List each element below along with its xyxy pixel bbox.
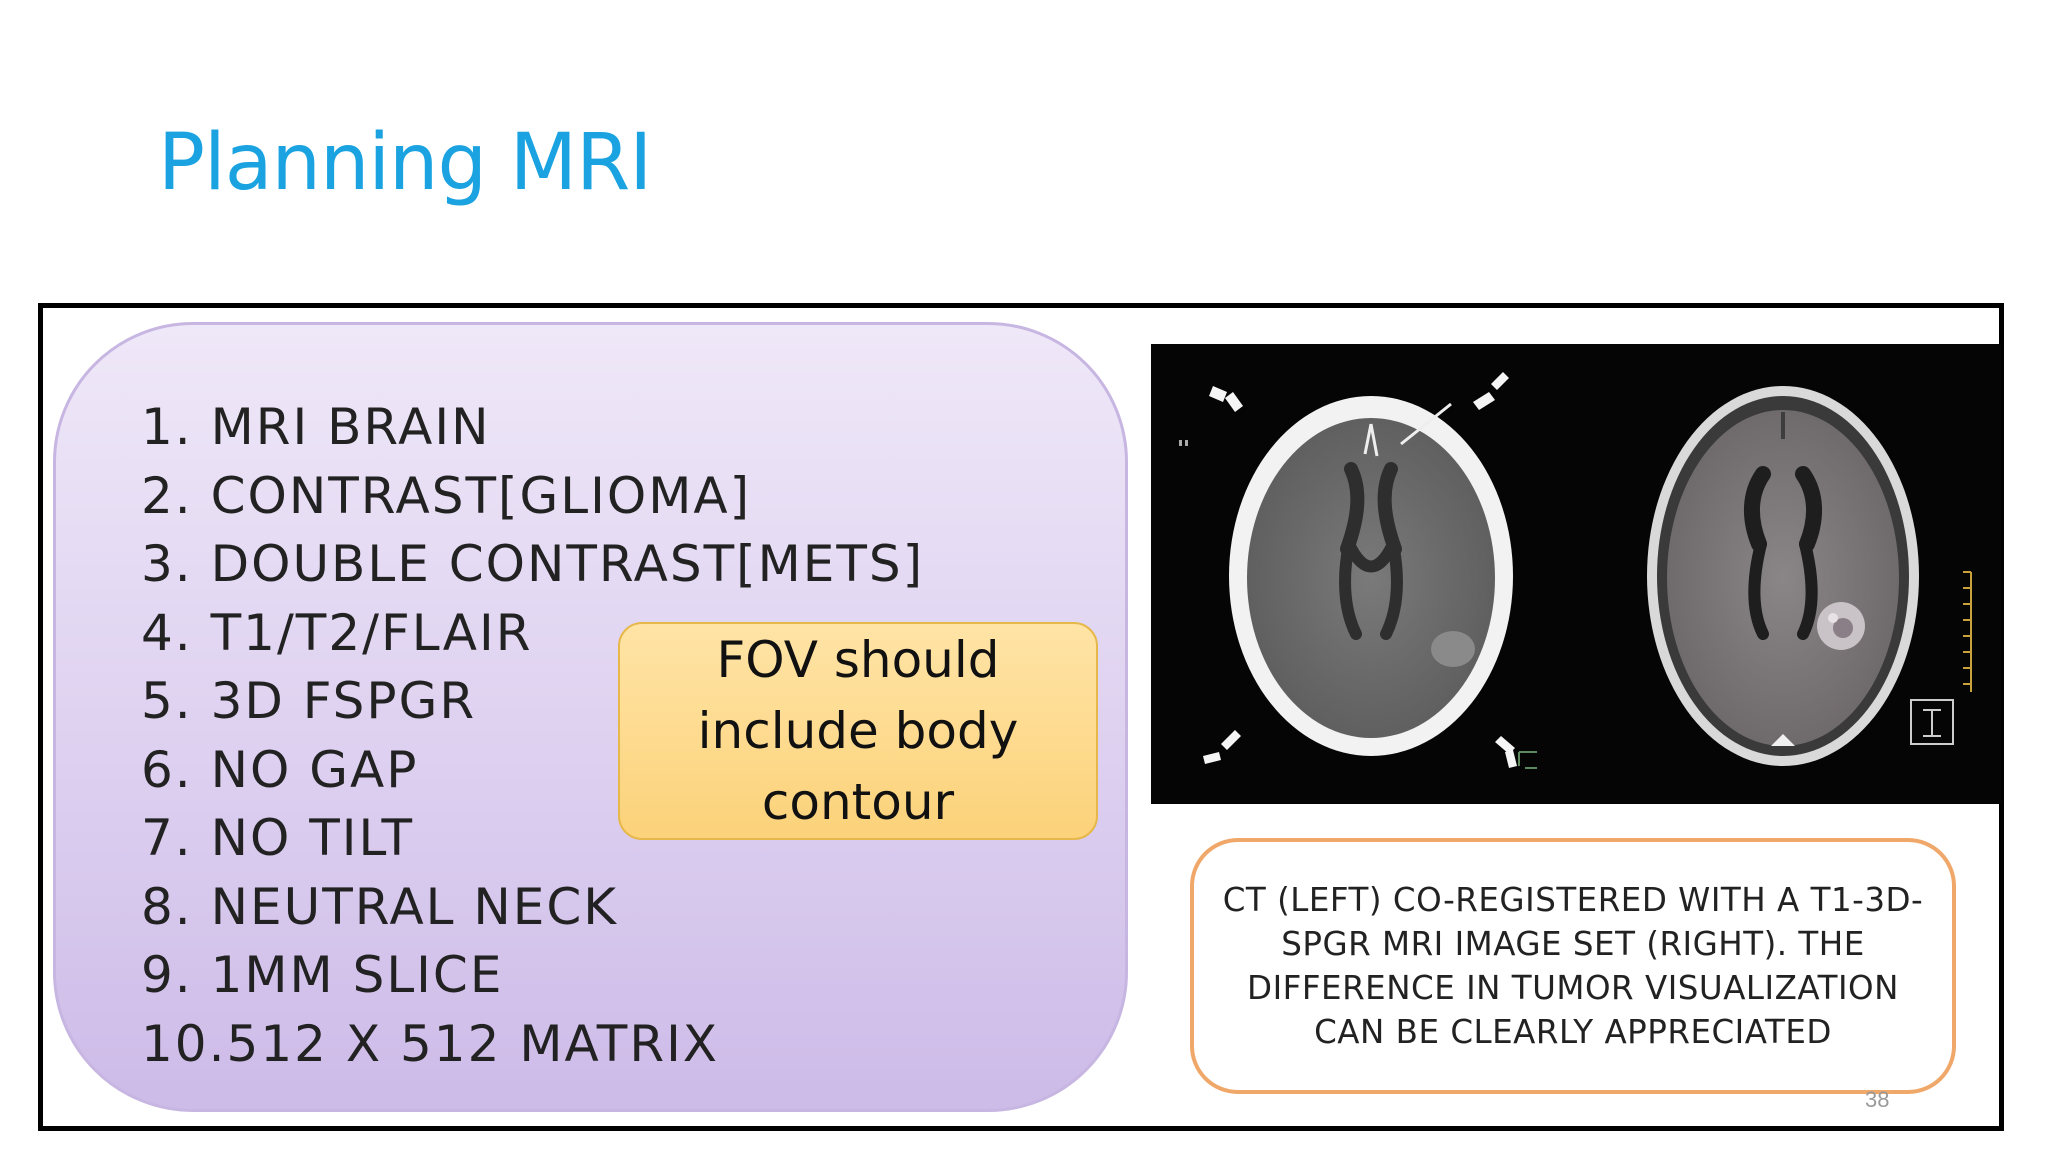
protocol-item-6: 6. NO GAP [141,740,419,799]
page-number: 38 [1865,1087,1890,1112]
fov-callout: FOV should include body contour [618,622,1098,840]
protocol-item-3: 3. DOUBLE CONTRAST[METS] [141,535,925,593]
figure-frame: 1. MRI BRAIN 2. CONTRAST[GLIOMA] 3. DOUB… [38,303,2004,1131]
protocol-item-5: 5. 3D FSPGR [141,672,477,730]
slide-title: Planning MRI [158,118,652,208]
scan-images [1151,344,2001,804]
mri-scan-image [1647,386,1972,766]
protocol-item-2: 2. CONTRAST[GLIOMA] [141,466,752,525]
protocol-list: 1. MRI BRAIN 2. CONTRAST[GLIOMA] 3. DOUB… [141,393,924,1078]
protocol-item-1: 1. MRI BRAIN [141,398,491,456]
scan-images-graphic [1179,372,1972,769]
caption-text: CT (LEFT) CO-REGISTERED WITH A T1-3D-SPG… [1222,881,1924,1051]
ct-scan-image [1179,372,1537,769]
protocol-item-9: 9. 1MM SLICE [141,946,504,1004]
protocol-item-8: 8. NEUTRAL NECK [141,877,619,936]
protocol-item-4: 4. T1/T2/FLAIR [141,603,533,662]
fov-callout-text: FOV should include body contour [697,630,1019,831]
protocol-item-7: 7. NO TILT [141,809,415,867]
protocol-item-10: 10.512 X 512 MATRIX [141,1014,720,1073]
caption-box: CT (LEFT) CO-REGISTERED WITH A T1-3D-SPG… [1190,838,1956,1094]
protocol-panel: 1. MRI BRAIN 2. CONTRAST[GLIOMA] 3. DOUB… [53,322,1128,1112]
